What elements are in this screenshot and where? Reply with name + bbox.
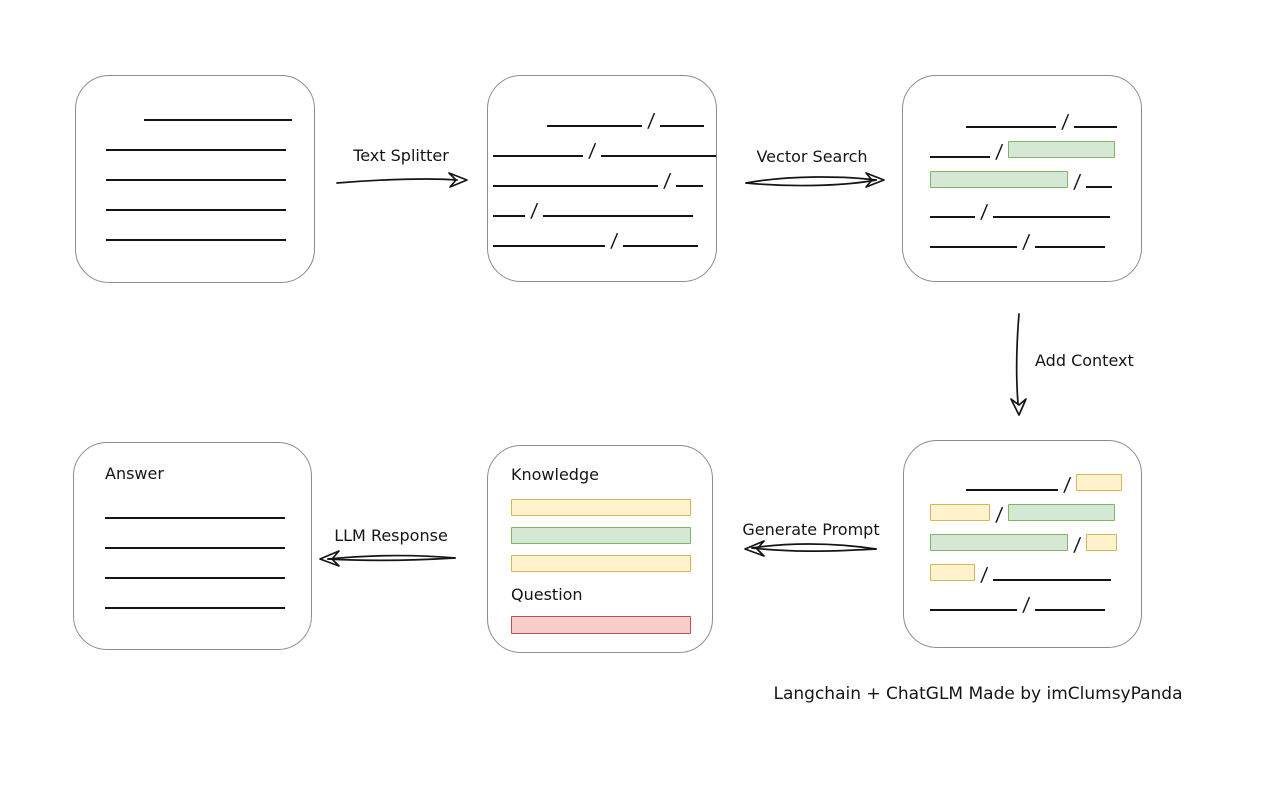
answer-heading: Answer [105, 464, 164, 483]
green-chunk [930, 171, 1068, 188]
text-row [511, 606, 712, 634]
text-line [966, 126, 1056, 128]
text-row: / [930, 461, 1141, 496]
vector-search-arrow [745, 172, 885, 188]
text-line [493, 245, 605, 247]
text-row [511, 544, 712, 572]
prompt-box: Knowledge Question [487, 445, 713, 653]
text-row [106, 91, 314, 121]
text-line [144, 119, 292, 121]
text-line [1074, 126, 1118, 128]
text-line [930, 609, 1017, 611]
slash-separator: / [1021, 231, 1031, 253]
llm-response-arrow [319, 550, 456, 567]
text-line [1086, 186, 1113, 188]
text-line [660, 125, 705, 127]
text-line [930, 216, 975, 218]
text-splitter-label: Text Splitter [353, 146, 449, 165]
yellow-chunk [511, 499, 691, 516]
text-row [105, 489, 311, 519]
text-line [547, 125, 642, 127]
text-line [676, 185, 704, 187]
text-row: / [930, 158, 1141, 193]
red-chunk [511, 616, 691, 634]
text-row: / [493, 97, 716, 132]
text-line [105, 607, 285, 609]
text-row [106, 211, 314, 241]
yellow-chunk [930, 564, 975, 581]
text-line [106, 209, 286, 211]
add-context-label: Add Context [1035, 351, 1134, 370]
text-line [106, 179, 286, 181]
question-heading: Question [511, 585, 583, 604]
vector-search-result-box: ///// [902, 75, 1142, 282]
text-line [966, 489, 1058, 491]
context-added-box: ///// [903, 440, 1142, 648]
answer-lines [105, 489, 311, 609]
text-line [105, 517, 285, 519]
text-row: / [930, 581, 1141, 616]
green-chunk [1008, 504, 1116, 521]
answer-box: Answer [73, 442, 312, 650]
text-splitter-arrow [336, 172, 468, 188]
text-row: / [930, 98, 1141, 133]
text-row [106, 181, 314, 211]
text-line [993, 216, 1111, 218]
text-row [511, 516, 712, 544]
green-chunk [1008, 141, 1116, 158]
text-line [543, 215, 694, 217]
text-row [105, 519, 311, 549]
text-row [106, 151, 314, 181]
text-row [105, 549, 311, 579]
text-line [1035, 609, 1106, 611]
text-line [930, 156, 990, 158]
green-chunk [511, 527, 691, 544]
split-text-box: ///// [487, 75, 717, 282]
generate-prompt-arrow [744, 540, 877, 557]
text-row: / [930, 491, 1141, 526]
add-context-arrow [1010, 313, 1027, 416]
text-row: / [930, 218, 1141, 253]
yellow-chunk [511, 555, 691, 572]
llm-response-label: LLM Response [334, 526, 448, 545]
knowledge-heading: Knowledge [511, 465, 599, 484]
text-line [623, 245, 699, 247]
text-line [930, 246, 1017, 248]
text-line [106, 239, 286, 241]
text-line [493, 155, 583, 157]
text-line [105, 547, 285, 549]
text-line [105, 577, 285, 579]
text-row: / [930, 521, 1141, 556]
text-row: / [930, 551, 1141, 586]
generate-prompt-label: Generate Prompt [742, 520, 880, 539]
text-line [1035, 246, 1106, 248]
source-document-box [75, 75, 315, 283]
text-line [993, 579, 1112, 581]
text-row [511, 488, 712, 516]
text-line [106, 149, 286, 151]
text-row: / [493, 217, 716, 252]
yellow-chunk [1076, 474, 1123, 491]
text-row [106, 121, 314, 151]
slash-separator: / [1021, 594, 1031, 616]
text-row: / [493, 187, 716, 222]
vector-search-label: Vector Search [756, 147, 868, 166]
green-chunk [930, 534, 1068, 551]
text-line [493, 185, 658, 187]
text-row: / [930, 188, 1141, 223]
text-row [105, 579, 311, 609]
text-line [601, 155, 717, 157]
text-row: / [930, 128, 1141, 163]
text-line [493, 215, 525, 217]
text-row: / [493, 157, 716, 192]
question-bars [511, 606, 712, 634]
yellow-chunk [1086, 534, 1118, 551]
attribution-text: Langchain + ChatGLM Made by imClumsyPand… [773, 684, 1183, 704]
knowledge-bars [511, 488, 712, 572]
slash-separator: / [609, 230, 619, 252]
yellow-chunk [930, 504, 990, 521]
text-row: / [493, 127, 717, 162]
